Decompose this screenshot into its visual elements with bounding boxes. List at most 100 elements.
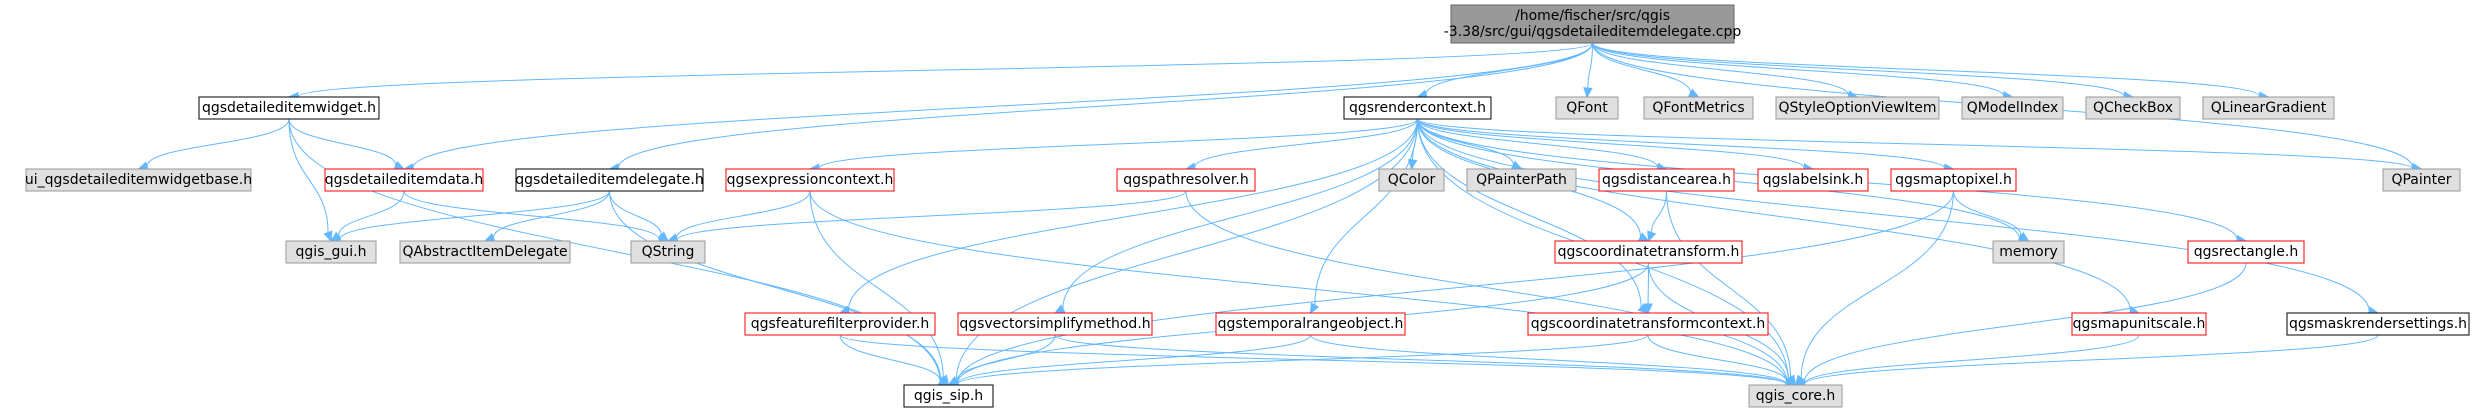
node-box [2071,312,2207,336]
edge-line [1417,118,2414,169]
edge-line [1666,190,1792,378]
node-qstyleoption[interactable]: QStyleOptionViewItem [1775,96,1940,120]
edge-line [956,334,1056,382]
node-qgis-core[interactable]: qgis_core.h [1748,384,1843,408]
node-qabstractitemdelegate[interactable]: QAbstractItemDelegate [399,240,571,264]
edge-arrowhead [2017,231,2030,242]
edge-line [403,190,660,240]
node-renderctx-h[interactable]: qgsrendercontext.h [1343,96,1492,120]
node-box [1555,96,1619,120]
node-qgis-gui[interactable]: qgis_gui.h [285,240,377,264]
edge-line [956,190,1954,384]
edge-line [1417,118,1946,169]
node-qcheckbox[interactable]: QCheckBox [2085,96,2181,120]
edge-line [1592,42,2005,97]
edge-root-to-renderctx-h [1416,42,1593,99]
edge-line [1803,262,2247,383]
node-qpainterpath[interactable]: QPainterPath [1466,168,1577,192]
edge-layer [137,42,2423,390]
node-label: qgscoordinatetransformcontext.h [1531,316,1765,332]
node-label: qgsdetaileditemdata.h [325,172,483,188]
node-label: qgsmapunitscale.h [2073,316,2206,332]
edge-line [297,42,1593,98]
edge-line [1803,334,2140,384]
node-root[interactable]: /home/fischer/src/qgis-3.38/src/gui/qgsd… [1444,4,1742,44]
edge-maptopixel-h-to-memory [1953,190,2030,242]
node-label: QPainter [2391,172,2451,188]
edge-mapunitscale-h-to-qgis-core [1794,334,2140,389]
node-qfontmetrics[interactable]: QFontMetrics [1643,96,1754,120]
edge-line [1417,118,2370,312]
node-box [1992,240,2065,264]
edge-renderctx-h-to-vectorsimplify-h [1053,118,1418,314]
node-label: QColor [1388,172,1436,188]
node-label: qgsfeaturefilterprovider.h [751,316,930,332]
node-box [515,168,704,192]
node-exprctx-h[interactable]: qgsexpressioncontext.h [725,168,895,192]
edge-widget-h-to-ui-widgetbase [137,118,290,171]
edge-line [1194,118,1418,168]
node-coordxform-h[interactable]: qgscoordinatetransform.h [1554,240,1743,264]
node-box [1527,312,1769,336]
node-qlineargradient[interactable]: QLinearGradient [2202,96,2335,120]
node-featurefilter-h[interactable]: qgsfeaturefilterprovider.h [744,312,936,336]
node-qstring[interactable]: QString [630,240,706,264]
node-maptopixel-h[interactable]: qgsmaptopixel.h [1890,168,2017,192]
node-label: memory [1999,244,2058,260]
edge-renderctx-h-to-qgis-sip [947,118,1418,386]
node-label: qgspathresolver.h [1123,172,1248,188]
edge-line [617,42,1593,168]
node-delegate-h[interactable]: qgsdetaileditemdelegate.h [515,168,704,192]
node-qpainter[interactable]: QPainter [2382,168,2461,192]
node-qgis-sip[interactable]: qgis_sip.h [903,384,994,408]
node-ui-widgetbase[interactable]: ui_qgsdetaileditemwidgetbase.h [25,168,252,192]
node-layer: /home/fischer/src/qgis-3.38/src/gui/qgsd… [25,4,2470,408]
node-mapunitscale-h[interactable]: qgsmapunitscale.h [2071,312,2207,336]
node-qfont[interactable]: QFont [1555,96,1619,120]
node-memory[interactable]: memory [1992,240,2065,264]
node-widget-h[interactable]: qgsdetaileditemwidget.h [198,96,380,120]
edge-widget-h-to-itemdata-h [288,118,406,170]
edge-line [839,334,1788,385]
node-box [198,96,380,120]
node-qcolor[interactable]: QColor [1378,168,1445,192]
node-label: qgscoordinatetransform.h [1558,244,1740,260]
node-box [324,168,484,192]
node-rectangle-h[interactable]: qgsrectangle.h [2187,240,2305,264]
edge-featurefilter-h-to-qgis-sip [839,334,950,386]
edge-arrowhead [1647,230,1657,243]
node-labelsink-h[interactable]: qgslabelsink.h [1757,168,1869,192]
edge-line [1062,118,1418,309]
edge-line [609,190,942,381]
edge-line [1647,334,1788,383]
node-label: qgsdistancearea.h [1602,172,1731,188]
node-pathresolver-h[interactable]: qgspathresolver.h [1116,168,1256,192]
edge-line [337,190,405,237]
edge-vectorsimplify-h-to-qgis-core [1054,334,1797,390]
node-label: qgsvectorsimplifymethod.h [959,316,1150,332]
node-coordxformctx-h[interactable]: qgscoordinatetransformcontext.h [1527,312,1769,336]
edge-line [1417,118,2131,311]
node-temporalrange-h[interactable]: qgstemporalrangeobject.h [1215,312,1406,336]
node-itemdata-h[interactable]: qgsdetaileditemdata.h [324,168,484,192]
node-label: qgsmaskrendersettings.h [2289,316,2467,332]
node-vectorsimplify-h[interactable]: qgsvectorsimplifymethod.h [957,312,1153,336]
edge-vectorsimplify-h-to-qgis-sip [947,334,1056,386]
edge-line [1310,334,1788,385]
edge-line [956,334,1311,384]
node-maskrender-h[interactable]: qgsmaskrendersettings.h [2286,312,2470,336]
node-label: qgis_sip.h [914,388,983,404]
edge-widget-h-to-qgis-gui [288,118,333,243]
node-label: QStyleOptionViewItem [1779,100,1937,116]
edge-line [492,190,610,238]
node-box [630,240,706,264]
node-distancearea-h[interactable]: qgsdistancearea.h [1598,168,1735,192]
node-label: QFont [1566,100,1608,116]
node-box [1215,312,1406,336]
edge-line [848,118,1418,311]
edge-distancearea-h-to-coordxform-h [1647,190,1667,243]
node-qmodelindex[interactable]: QModelIndex [1961,96,2064,120]
edge-maptopixel-h-to-qgis-sip [947,190,1954,388]
edge-line [1953,190,2022,237]
node-label: qgis_core.h [1756,388,1836,404]
